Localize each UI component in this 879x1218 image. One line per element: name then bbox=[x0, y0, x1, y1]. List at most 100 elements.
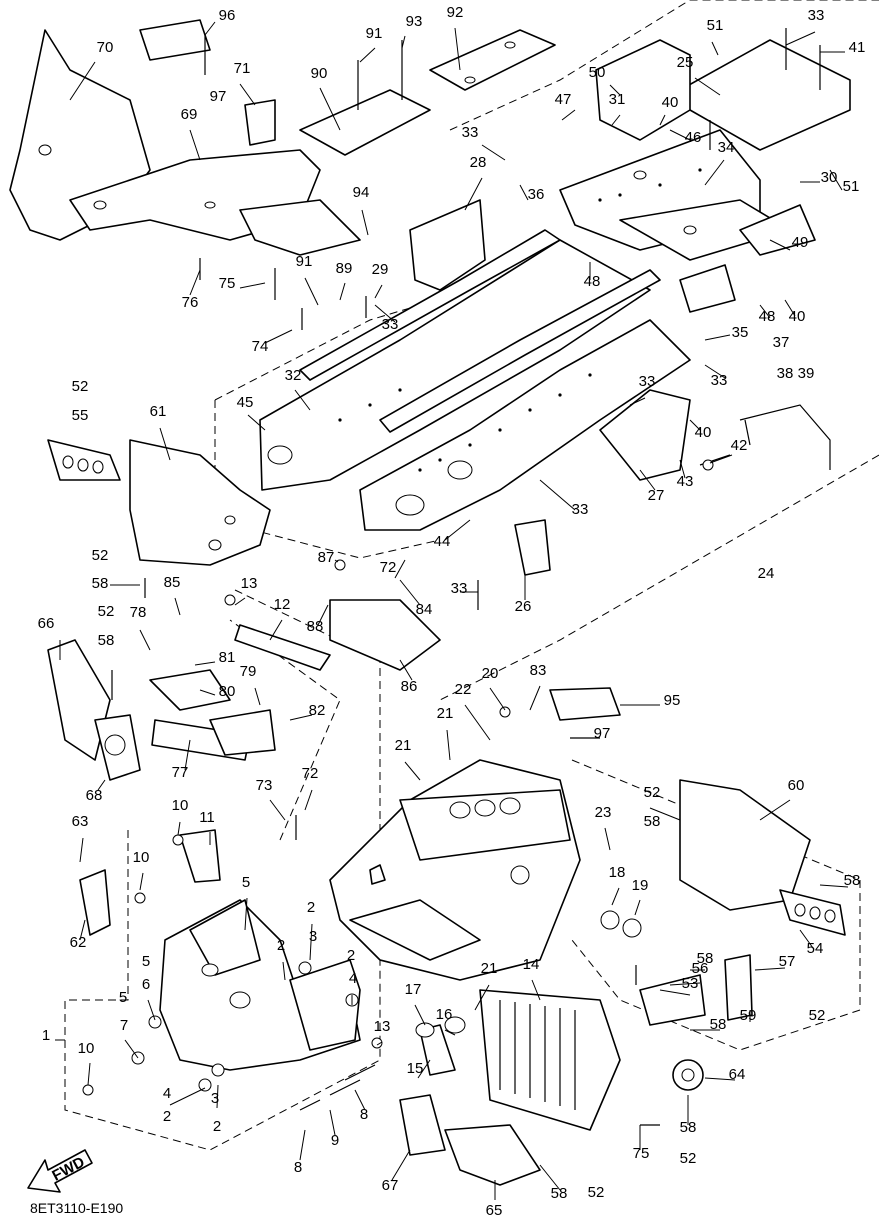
part-callout: 26 bbox=[515, 598, 532, 615]
part-callout: 58 bbox=[844, 872, 861, 889]
part-callout: 88 bbox=[307, 618, 324, 635]
part-callout: 80 bbox=[219, 683, 236, 700]
part-callout: 78 bbox=[130, 604, 147, 621]
part-callout: 89 bbox=[336, 260, 353, 277]
part-callout: 10 bbox=[133, 849, 150, 866]
part-callout: 41 bbox=[849, 39, 866, 56]
part-callout: 10 bbox=[78, 1040, 95, 1057]
part-callout: 29 bbox=[372, 261, 389, 278]
part-callout: 24 bbox=[758, 565, 775, 582]
part-callout: 3 bbox=[309, 928, 317, 945]
part-callout: 92 bbox=[447, 4, 464, 21]
part-callout: 67 bbox=[382, 1177, 399, 1194]
part-callout: 58 bbox=[644, 813, 661, 830]
part-callout: 40 bbox=[789, 308, 806, 325]
part-callout: 33 bbox=[382, 316, 399, 333]
part-callout: 69 bbox=[181, 106, 198, 123]
part-callout: 31 bbox=[609, 91, 626, 108]
part-callout: 51 bbox=[843, 178, 860, 195]
part-callout: 35 bbox=[732, 324, 749, 341]
part-callout: 18 bbox=[609, 864, 626, 881]
part-callout: 58 bbox=[697, 950, 714, 967]
part-callout: 52 bbox=[72, 378, 89, 395]
part-callout: 9 bbox=[331, 1132, 339, 1149]
part-callout: 57 bbox=[779, 953, 796, 970]
part-callout: 48 bbox=[759, 308, 776, 325]
forward-direction-arrow: FWD bbox=[27, 1149, 93, 1193]
part-callout: 52 bbox=[92, 547, 109, 564]
part-callout: 54 bbox=[807, 940, 824, 957]
part-callout: 64 bbox=[729, 1066, 746, 1083]
part-callout: 84 bbox=[416, 601, 433, 618]
part-callout: 8 bbox=[360, 1106, 368, 1123]
part-callout: 33 bbox=[572, 501, 589, 518]
part-callout: 68 bbox=[86, 787, 103, 804]
part-callout: 45 bbox=[237, 394, 254, 411]
part-callout: 11 bbox=[199, 809, 215, 826]
part-callout: 34 bbox=[718, 139, 735, 156]
part-callout: 13 bbox=[374, 1018, 391, 1035]
part-callout: 60 bbox=[788, 777, 805, 794]
part-callout: 1 bbox=[42, 1027, 50, 1044]
part-callout: 95 bbox=[664, 692, 681, 709]
rear-frame-assembly bbox=[259, 29, 851, 576]
part-callout: 90 bbox=[311, 65, 328, 82]
part-callout: 43 bbox=[677, 473, 694, 490]
part-callout: 82 bbox=[309, 702, 326, 719]
part-callout: 40 bbox=[662, 94, 679, 111]
part-callout: 71 bbox=[234, 60, 251, 77]
part-callout: 2 bbox=[163, 1108, 171, 1125]
part-callout: 58 bbox=[551, 1185, 568, 1202]
part-callout: 16 bbox=[436, 1006, 453, 1023]
part-callout: 2 bbox=[347, 947, 355, 964]
part-callout: 91 bbox=[366, 25, 383, 42]
part-callout: 70 bbox=[97, 39, 114, 56]
part-callout: 55 bbox=[72, 407, 89, 424]
part-callout: 65 bbox=[486, 1202, 503, 1218]
part-callout: 4 bbox=[163, 1085, 171, 1102]
part-callout: 96 bbox=[219, 7, 236, 24]
part-callout: 21 bbox=[481, 960, 498, 977]
part-callout: 86 bbox=[401, 678, 418, 695]
part-callout: 33 bbox=[639, 373, 656, 390]
part-callout: 6 bbox=[142, 976, 150, 993]
part-callout: 74 bbox=[252, 338, 269, 355]
part-callout: 58 bbox=[680, 1119, 697, 1136]
part-callout: 4 bbox=[349, 970, 357, 987]
part-callout: 53 bbox=[682, 975, 699, 992]
part-callout: 23 bbox=[595, 804, 612, 821]
part-callout: 87 bbox=[318, 549, 335, 566]
part-callout: 75 bbox=[633, 1145, 650, 1162]
part-callout: 75 bbox=[219, 275, 236, 292]
part-callout: 51 bbox=[707, 17, 724, 34]
leader-lines bbox=[55, 21, 849, 1200]
part-callout: 83 bbox=[530, 662, 547, 679]
part-callout: 12 bbox=[274, 596, 291, 613]
part-callout: 94 bbox=[353, 184, 370, 201]
part-callout: 52 bbox=[644, 784, 661, 801]
part-callout: 17 bbox=[405, 981, 422, 998]
diagram-code: 8ET3110-E190 bbox=[30, 1200, 123, 1216]
part-callout: 5 bbox=[119, 989, 127, 1006]
part-callout: 79 bbox=[240, 663, 257, 680]
part-callout: 10 bbox=[172, 797, 189, 814]
fasteners bbox=[82, 28, 821, 1126]
front-upper-frame bbox=[9, 19, 361, 256]
part-callout: 5 bbox=[142, 953, 150, 970]
part-callout: 91 bbox=[296, 253, 313, 270]
part-callout: 77 bbox=[172, 764, 189, 781]
part-callout: 62 bbox=[70, 934, 87, 951]
part-callout: 58 bbox=[710, 1016, 727, 1033]
part-callout: 42 bbox=[731, 437, 748, 454]
part-callout: 21 bbox=[395, 737, 412, 754]
part-callout: 15 bbox=[407, 1060, 424, 1077]
part-callout: 2 bbox=[277, 937, 285, 954]
part-callout: 19 bbox=[632, 877, 649, 894]
part-callout: 38 bbox=[777, 365, 794, 382]
lower-front-frame bbox=[159, 687, 846, 1186]
part-callout: 59 bbox=[740, 1007, 757, 1024]
part-callout: 93 bbox=[406, 13, 423, 30]
part-callout: 14 bbox=[523, 956, 540, 973]
part-callout: 25 bbox=[677, 54, 694, 71]
